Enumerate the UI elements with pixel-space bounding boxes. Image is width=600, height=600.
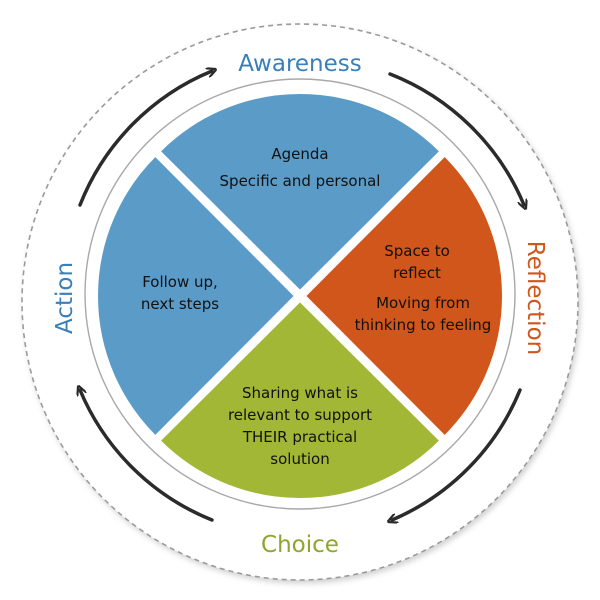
arrow-choice-to-action [80,390,214,522]
segment-awareness [158,92,442,293]
segment-reflection [303,154,504,438]
label-reflection: Reflection [522,241,548,355]
choice-text-line3: THEIR practical [242,428,357,446]
action-text-line2: next steps [141,295,219,313]
segments [96,92,504,500]
arrow-reflection-to-choice [392,388,522,520]
reflection-text-line1: Space to [384,242,450,260]
label-choice: Choice [261,532,339,558]
arrow-action-to-awareness [78,71,212,207]
segment-texts: Agenda Specific and personal Space to re… [141,145,491,468]
reflection-text-line2: reflect [393,264,441,282]
segment-action [96,154,297,438]
reflection-text-line4: thinking to feeling [355,316,492,334]
arrow-awareness-to-reflection [388,72,524,205]
awareness-text-line1: Agenda [271,145,328,163]
choice-text-line1: Sharing what is [242,384,358,402]
cycle-arrows [80,71,524,520]
awareness-text-line2: Specific and personal [220,172,381,190]
inner-ring [84,78,516,510]
label-action: Action [52,262,78,334]
action-text-line1: Follow up, [142,273,218,291]
label-awareness: Awareness [238,51,362,77]
choice-text-line2: relevant to support [228,406,372,424]
stage-labels: Awareness Reflection Choice Action [52,51,548,558]
choice-text-line4: solution [270,450,329,468]
segment-choice [158,299,442,500]
reflection-text-line3: Moving from [376,294,470,312]
